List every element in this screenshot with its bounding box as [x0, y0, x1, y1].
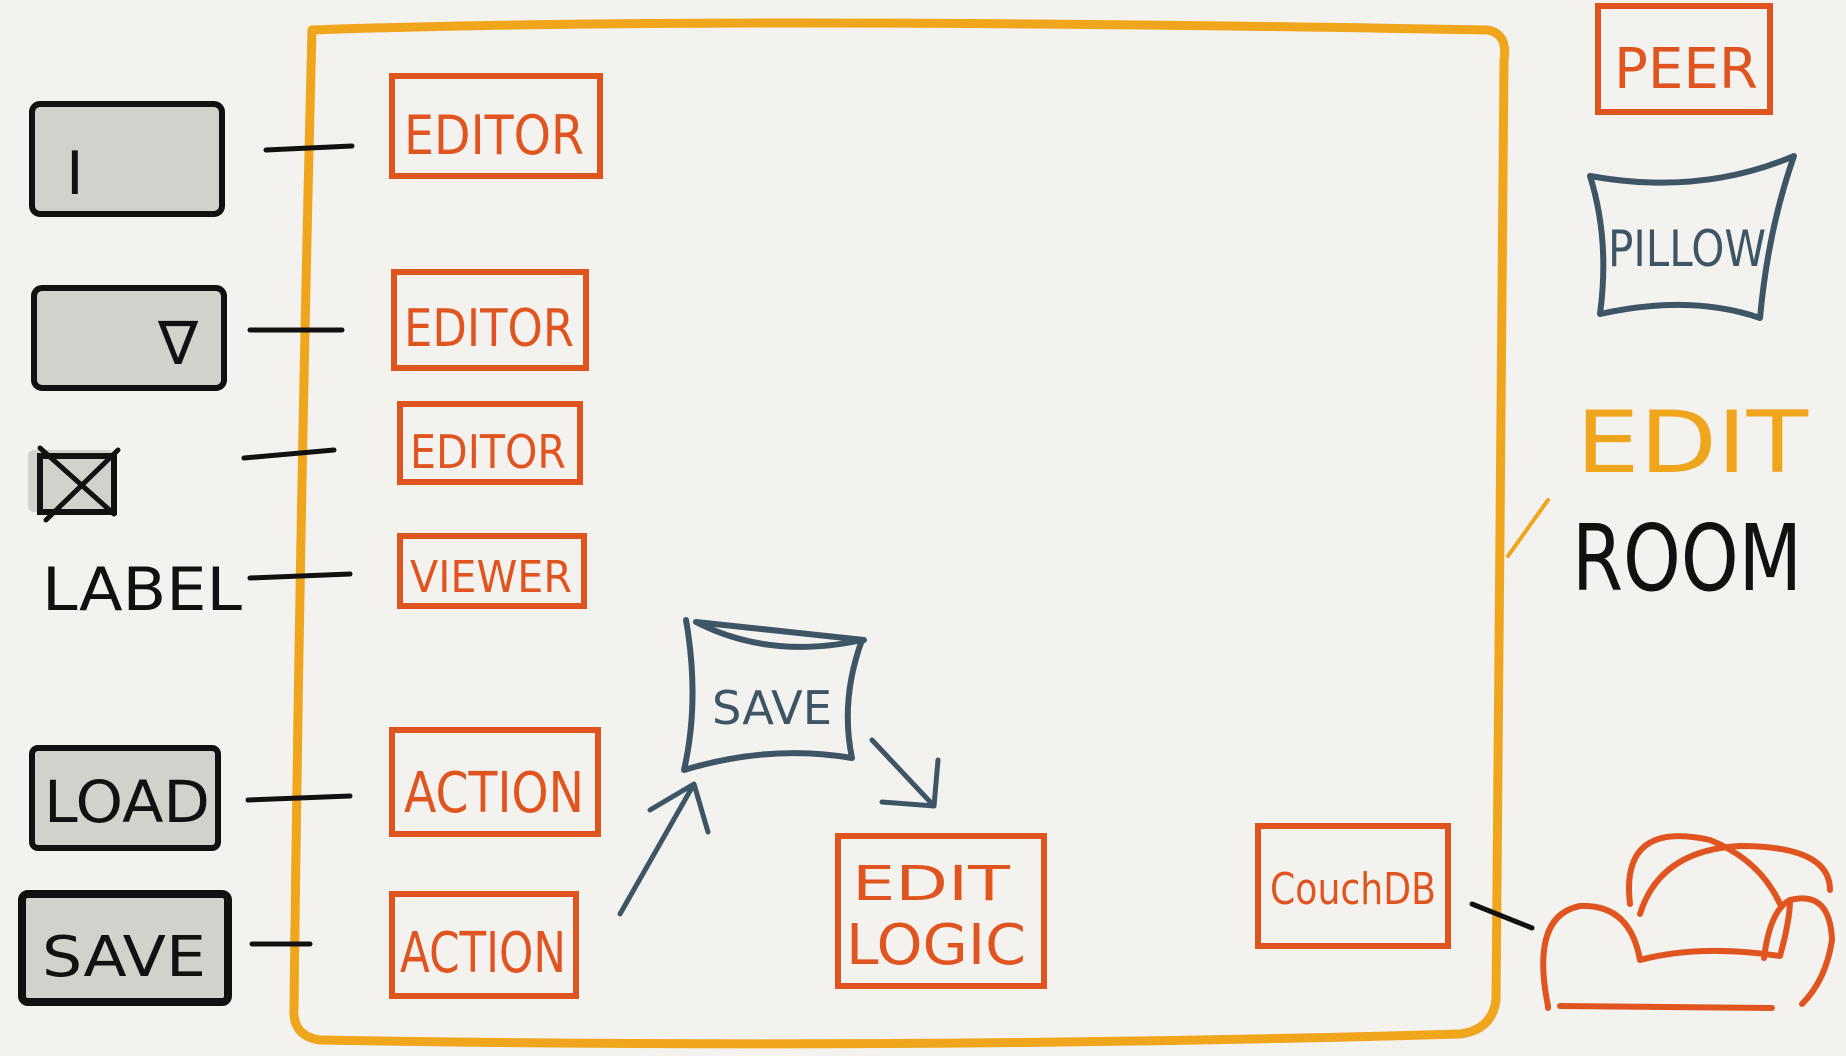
- legend-room-label: ROOM: [1572, 505, 1802, 612]
- save-button[interactable]: SAVE: [18, 890, 232, 1006]
- svg-text:SAVE: SAVE: [712, 681, 832, 735]
- save-pillow: SAVE: [681, 617, 867, 773]
- link-checkbox-editor: [241, 447, 337, 461]
- legend-edit-label: EDIT: [1576, 393, 1809, 493]
- svg-text:PILLOW: PILLOW: [1608, 220, 1766, 278]
- link-couchdb-couch: [1469, 901, 1535, 931]
- edit-logic-peer: EDIT LOGIC: [835, 833, 1047, 989]
- svg-text:EDIT: EDIT: [852, 856, 1011, 912]
- legend-pillow: PILLOW: [1587, 153, 1797, 321]
- arrow-action-to-save: [617, 781, 711, 917]
- text-input-widget[interactable]: I: [29, 101, 225, 217]
- couch-icon: [1540, 833, 1835, 1011]
- arrow-save-to-logic: [869, 737, 941, 809]
- checkbox-widget[interactable]: [28, 445, 121, 523]
- action-peer: ACTION: [389, 891, 579, 999]
- svg-text:VIEWER: VIEWER: [410, 552, 572, 603]
- save-button-label: SAVE: [42, 925, 206, 990]
- load-button-label: LOAD: [44, 768, 210, 836]
- text-cursor-glyph: I: [66, 139, 84, 209]
- svg-text:EDITOR: EDITOR: [404, 104, 584, 167]
- svg-text:ACTION: ACTION: [404, 761, 584, 826]
- editor-peer: EDITOR: [397, 401, 583, 485]
- link-load-action: [245, 793, 353, 803]
- svg-text:PEER: PEER: [1614, 37, 1758, 102]
- label-widget: LABEL: [42, 555, 243, 625]
- edit-room-border: [289, 18, 1510, 1049]
- link-label-viewer: [247, 571, 353, 581]
- link-edit-room-border: [1506, 498, 1550, 558]
- dropdown-widget[interactable]: ∇: [31, 285, 227, 391]
- svg-text:ACTION: ACTION: [400, 921, 566, 986]
- action-peer: ACTION: [389, 727, 601, 837]
- chevron-down-icon: ∇: [157, 309, 199, 379]
- editor-peer: EDITOR: [389, 73, 603, 179]
- legend-peer: PEER: [1595, 3, 1773, 115]
- svg-text:LOGIC: LOGIC: [846, 913, 1026, 978]
- svg-text:EDITOR: EDITOR: [410, 425, 566, 479]
- link-input-editor: [263, 143, 355, 153]
- viewer-peer: VIEWER: [397, 533, 587, 609]
- svg-text:CouchDB: CouchDB: [1270, 864, 1436, 915]
- editor-peer: EDITOR: [391, 269, 589, 371]
- svg-text:EDITOR: EDITOR: [404, 299, 574, 359]
- checkbox-check-icon: [37, 445, 121, 523]
- couchdb-peer: CouchDB: [1255, 823, 1451, 949]
- load-button[interactable]: LOAD: [29, 745, 221, 851]
